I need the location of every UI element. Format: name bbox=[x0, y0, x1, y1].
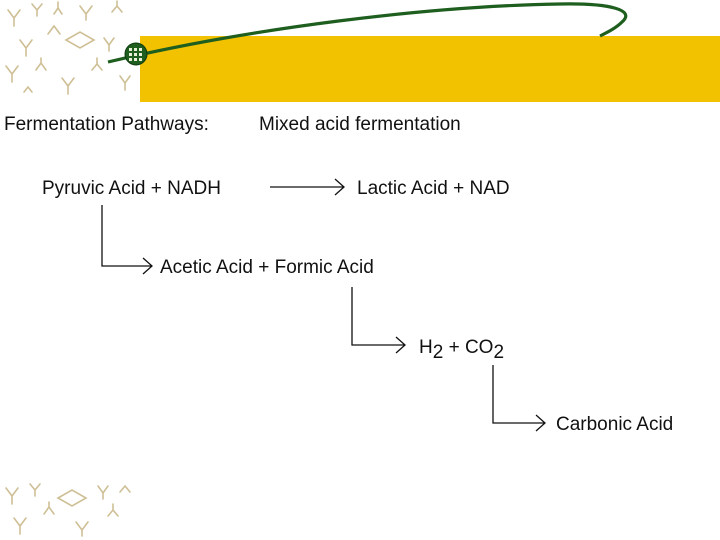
green-swoosh bbox=[107, 2, 628, 64]
arrow-icon bbox=[101, 205, 153, 275]
node-acetic-formic-acid: Acetic Acid + Formic Acid bbox=[160, 257, 374, 278]
leaf-pattern-icon bbox=[5, 483, 131, 537]
node-lactic-acid: Lactic Acid + NAD bbox=[357, 178, 510, 199]
header-decoration bbox=[107, 2, 628, 66]
h-symbol: H bbox=[419, 337, 433, 358]
header-banner bbox=[140, 36, 720, 102]
arrow-icon bbox=[492, 365, 546, 432]
h-subscript: 2 bbox=[432, 342, 444, 363]
heading-label: Fermentation Pathways: bbox=[4, 114, 209, 135]
node-h2-co2: H2 + CO2 bbox=[419, 337, 504, 362]
globe-icon bbox=[124, 42, 148, 66]
arrow-icon bbox=[270, 178, 345, 196]
node-pyruvic-acid: Pyruvic Acid + NADH bbox=[42, 178, 221, 199]
node-carbonic-acid: Carbonic Acid bbox=[556, 414, 674, 435]
co-symbol: + CO bbox=[443, 337, 494, 358]
page-title: Mixed acid fermentation bbox=[259, 114, 461, 135]
leaf-pattern-icon bbox=[5, 0, 131, 95]
co-subscript: 2 bbox=[493, 342, 505, 363]
arrow-icon bbox=[351, 287, 406, 354]
